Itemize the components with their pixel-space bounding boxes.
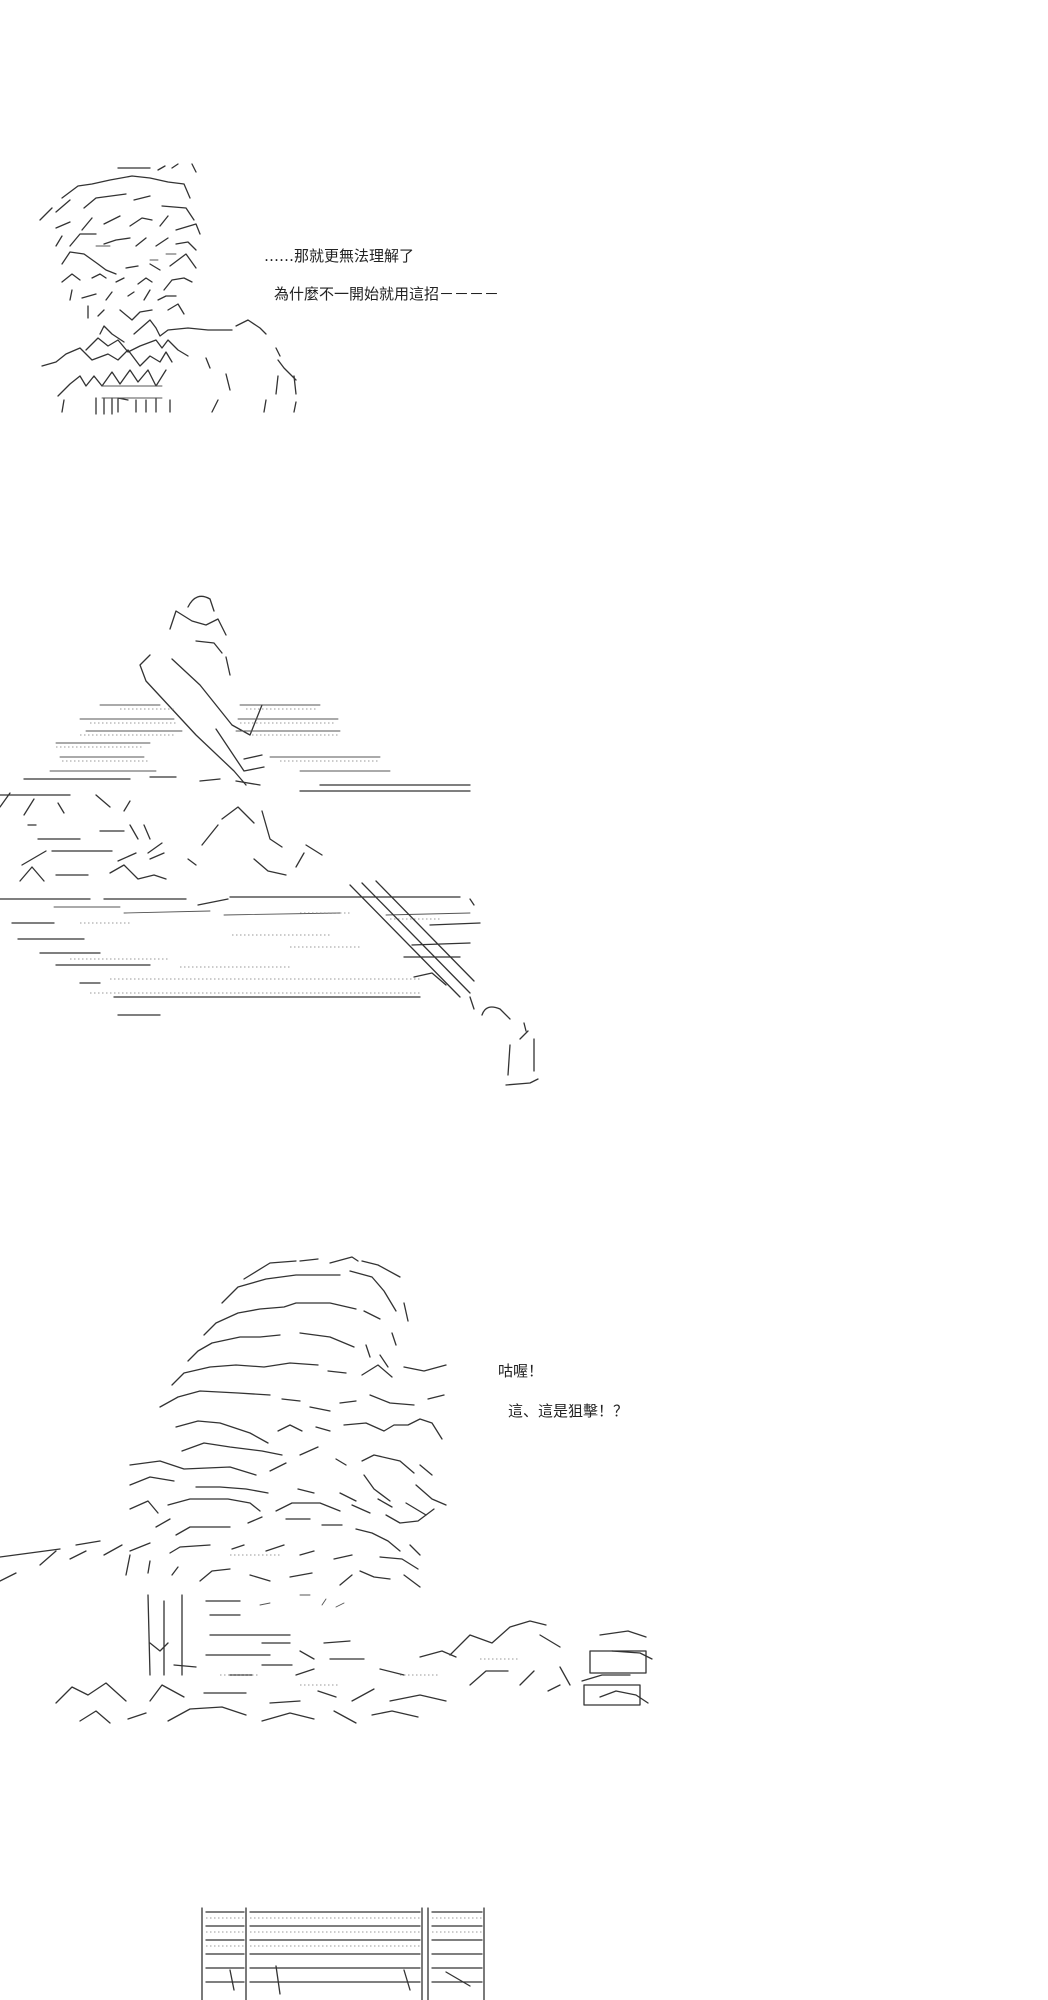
panel-3-line-1: 咕喔！: [498, 1362, 544, 1380]
panel-1-line-1: ……那就更無法理解了: [264, 247, 415, 265]
panel-4-art: [201, 1907, 485, 2000]
panel-4: [0, 1900, 1048, 2000]
panel-3: 咕喔！ 這、這是狙擊！？: [0, 1255, 1048, 1755]
panel-2-art: [0, 595, 539, 1086]
panel-3-line-2: 這、這是狙擊！？: [508, 1402, 629, 1420]
panel-1-line-2: 為什麼不一開始就用這招－－－－: [274, 285, 500, 303]
panel-2: [0, 585, 1048, 1105]
panel-1: ……那就更無法理解了 為什麼不一開始就用這招－－－－: [0, 150, 1048, 430]
panel-3-art: [0, 1256, 653, 1724]
panel-1-art: [39, 163, 297, 415]
